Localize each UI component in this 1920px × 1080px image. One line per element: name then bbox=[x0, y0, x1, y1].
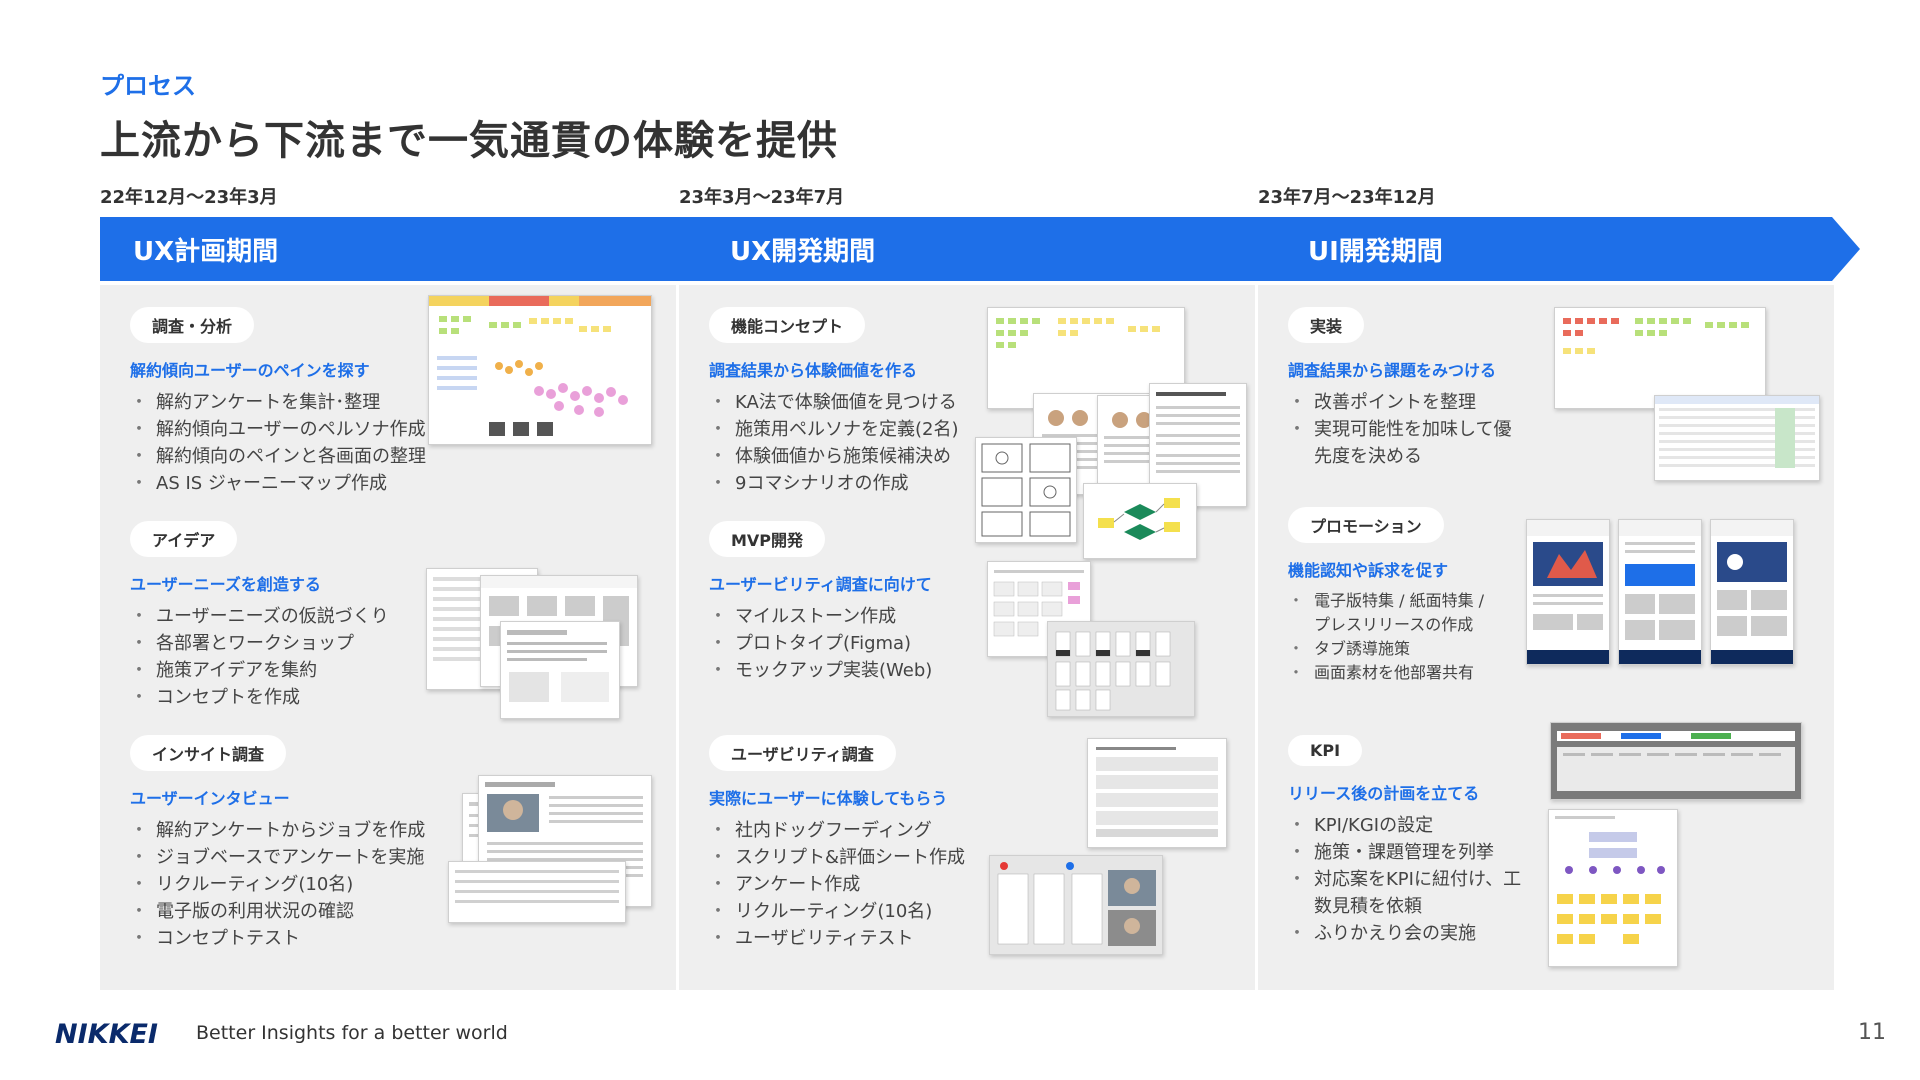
issue-board-thumbnail bbox=[1554, 307, 1766, 409]
page-number: 11 bbox=[1858, 1020, 1886, 1045]
kpi-roadmap-thumbnail bbox=[1550, 722, 1802, 800]
list-item: ユーザビリティテスト bbox=[709, 925, 1249, 952]
phase-label-ui-development: UI開発期間 bbox=[1308, 231, 1443, 268]
phase-label-ux-development: UX開発期間 bbox=[730, 231, 875, 268]
list-item: 解約傾向のペインと各画面の整理 bbox=[130, 443, 670, 470]
section-tag: MVP開発 bbox=[709, 521, 825, 557]
phase-column-1: 調査・分析 解約傾向ユーザーのペインを探す 解約アンケートを集計･整理 解約傾向… bbox=[100, 285, 676, 990]
phase-label-ux-planning: UX計画期間 bbox=[133, 231, 278, 268]
phase-date-2: 23年3月〜23年7月 bbox=[679, 183, 844, 209]
list-item: アンケート作成 bbox=[709, 871, 1249, 898]
section-tag: KPI bbox=[1288, 735, 1362, 766]
svg-text:NIKKEI: NIKKEI bbox=[55, 1019, 158, 1048]
app-screen-thumbnail-1 bbox=[1526, 519, 1610, 665]
flow-map-thumbnail-front bbox=[500, 621, 620, 719]
list-item: スクリプト&評価シート作成 bbox=[709, 844, 1249, 871]
usability-test-thumbnail bbox=[989, 855, 1163, 955]
app-screen-thumbnail-3 bbox=[1710, 519, 1794, 665]
app-screen-thumbnail-2 bbox=[1618, 519, 1702, 665]
list-item: リクルーティング(10名) bbox=[709, 898, 1249, 925]
nikkei-logo: NIKKEI bbox=[55, 1018, 187, 1052]
spreadsheet-thumbnail bbox=[1654, 395, 1820, 481]
section-subtitle: ユーザービリティ調査に向けて bbox=[709, 571, 1249, 595]
timeline-arrow-band: UX計画期間 UX開発期間 UI開発期間 bbox=[100, 217, 1860, 281]
phase-date-1: 22年12月〜23年3月 bbox=[100, 183, 278, 209]
page-title: 上流から下流まで一気通貫の体験を提供 bbox=[100, 108, 838, 166]
figma-prototype-thumbnail bbox=[1047, 621, 1195, 717]
tagline: Better Insights for a better world bbox=[196, 1022, 508, 1044]
scenario-sketch-thumbnail bbox=[975, 437, 1077, 543]
section-tag: アイデア bbox=[130, 521, 237, 557]
phase-column-2: 機能コンセプト 調査結果から体験価値を作る KA法で体験価値を見つける 施策用ペ… bbox=[679, 285, 1255, 990]
phase-column-3: 実装 調査結果から課題をみつける 改善ポイントを整理 実現可能性を加味して優 先… bbox=[1258, 285, 1834, 990]
affinity-map-thumbnail bbox=[428, 295, 652, 445]
evaluation-sheet-thumbnail bbox=[1087, 738, 1227, 848]
section-tag: 実装 bbox=[1288, 307, 1364, 343]
flow-diagram-thumbnail bbox=[1083, 483, 1197, 559]
section-tag: 機能コンセプト bbox=[709, 307, 865, 343]
section-eyebrow: プロセス bbox=[100, 66, 196, 101]
section-tag: プロモーション bbox=[1288, 507, 1444, 543]
section-tag: ユーザビリティ調査 bbox=[709, 735, 896, 771]
phase-date-3: 23年7月〜23年12月 bbox=[1258, 183, 1436, 209]
list-item: AS IS ジャーニーマップ作成 bbox=[130, 470, 670, 497]
list-item: コンセプトテスト bbox=[130, 925, 670, 952]
section-tag: インサイト調査 bbox=[130, 735, 286, 771]
section-tag: 調査・分析 bbox=[130, 307, 254, 343]
kpi-tree-thumbnail bbox=[1548, 809, 1678, 967]
interview-thumbnail-front bbox=[448, 861, 626, 923]
